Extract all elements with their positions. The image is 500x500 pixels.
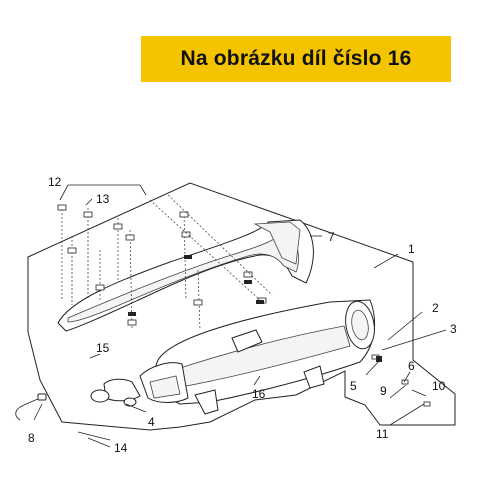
sensor-plug <box>37 393 47 401</box>
callout-7: 7 <box>328 230 335 244</box>
callout-16: 16 <box>252 387 266 401</box>
assembly-outline <box>27 182 456 431</box>
centerline-a <box>149 199 261 301</box>
callout-12: 12 <box>48 175 62 189</box>
callout-11: 11 <box>376 427 389 441</box>
callout-1: 1 <box>408 242 415 256</box>
catalyst-pipe <box>103 362 189 403</box>
callout-14: 14 <box>114 441 128 455</box>
callout-6: 6 <box>408 359 415 373</box>
callout-3: 3 <box>450 322 457 336</box>
spring-washers <box>128 255 382 362</box>
heat-shield-cover <box>57 219 314 332</box>
callout-8: 8 <box>28 431 35 445</box>
sensor-wire <box>15 397 41 421</box>
leader-lines <box>33 184 447 448</box>
banner-text: Na obrázku díl číslo 16 <box>180 47 412 70</box>
callout-13: 13 <box>96 192 110 206</box>
callout-5: 5 <box>350 379 357 393</box>
flange-gasket <box>90 389 137 407</box>
muffler-body <box>154 299 376 415</box>
callout-10: 10 <box>432 379 446 393</box>
callout-4: 4 <box>148 415 155 429</box>
callout-2: 2 <box>432 301 439 315</box>
callout-15: 15 <box>96 341 110 355</box>
part-number-banner: Na obrázku díl číslo 16 <box>141 36 451 82</box>
centerline-b <box>167 194 273 296</box>
bolt-column-left <box>61 205 101 305</box>
callout-9: 9 <box>380 384 387 398</box>
